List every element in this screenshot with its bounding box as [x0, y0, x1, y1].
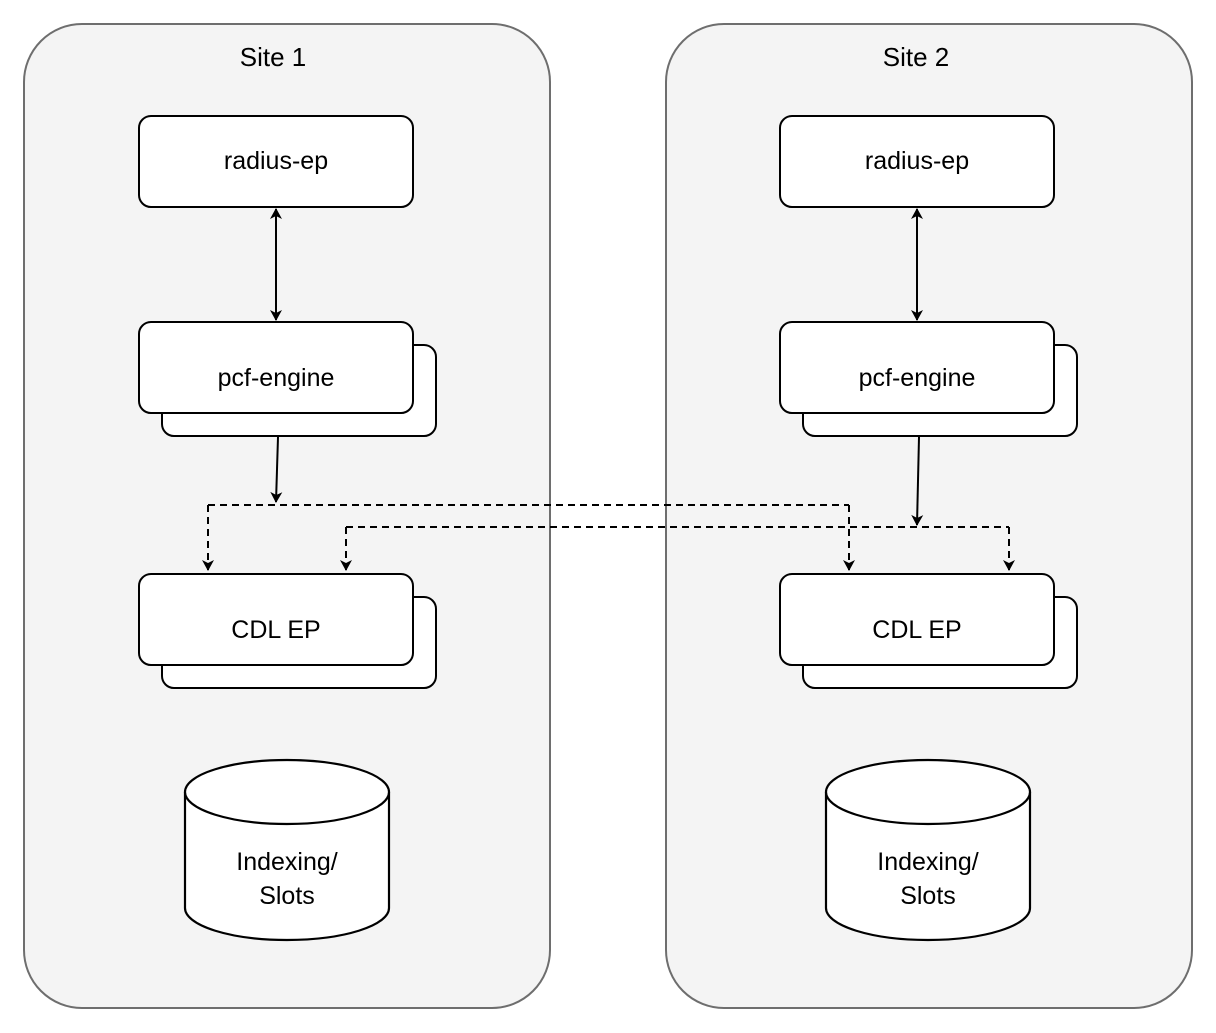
connectors: [202, 208, 1015, 571]
site-2-panel: [665, 23, 1193, 1009]
site-2: Site 2 radius-ep pcf-engine CDL EP Index…: [665, 23, 1193, 1009]
site-2-cdl-ep-label: CDL EP: [872, 616, 961, 644]
site-1: Site 1 radius-ep pcf-engine CDL EP Index…: [23, 23, 551, 1009]
site-2-cdl-ep: CDL EP: [779, 573, 1078, 689]
site-2-title: Site 2: [883, 42, 950, 72]
site-1-radius-ep: radius-ep: [138, 115, 414, 208]
site-2-pcf-engine: pcf-engine: [779, 321, 1078, 437]
site-2-radius-ep: radius-ep: [779, 115, 1055, 208]
site-2-storage-label-1: Indexing/: [877, 848, 979, 876]
site-2-radius-ep-label: radius-ep: [865, 147, 969, 175]
site-2-storage-label-2: Slots: [900, 882, 956, 910]
site-1-cdl-ep-label: CDL EP: [231, 616, 320, 644]
site-1-title: Site 1: [240, 42, 307, 72]
site-2-pcf-down-arrow: [911, 436, 924, 526]
site-1-pcf-down-arrow: [270, 436, 283, 503]
site-1-pcf-engine: pcf-engine: [138, 321, 437, 437]
site-2-storage-cylinder: Indexing/ Slots: [824, 758, 1032, 942]
site-1-pcf-engine-label: pcf-engine: [218, 364, 335, 392]
site-1-storage-cylinder: Indexing/ Slots: [183, 758, 391, 942]
site-1-panel: [23, 23, 551, 1009]
site-2-pcf-engine-label: pcf-engine: [859, 364, 976, 392]
site-1-storage-label-2: Slots: [259, 882, 315, 910]
site-1-cdl-ep: CDL EP: [138, 573, 437, 689]
site-1-radius-ep-label: radius-ep: [224, 147, 328, 175]
site-1-storage-label-1: Indexing/: [236, 848, 338, 876]
